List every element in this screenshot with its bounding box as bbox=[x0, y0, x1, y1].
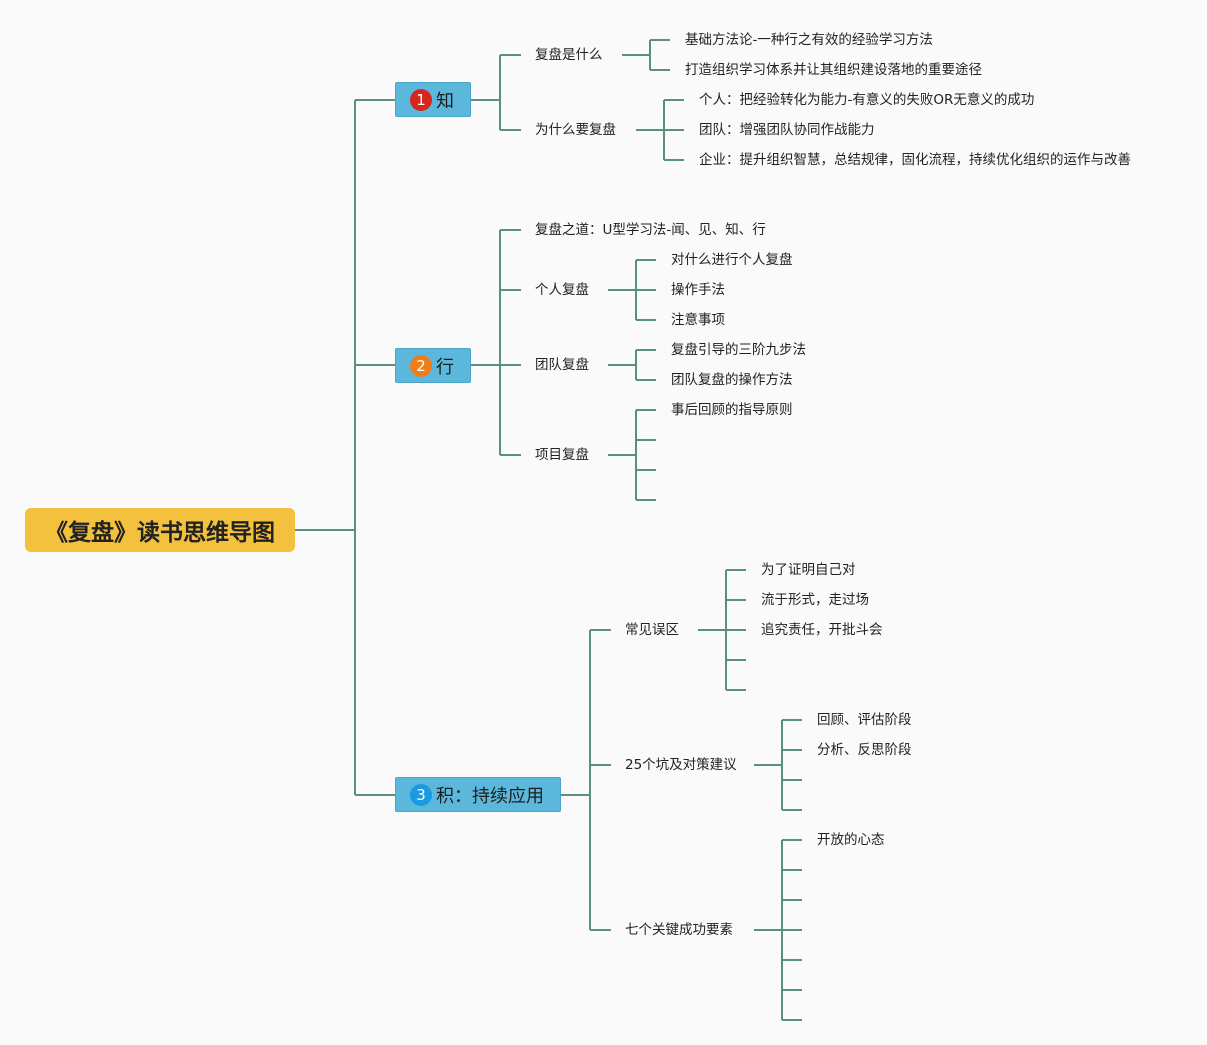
topic-label[interactable]: 常见误区 bbox=[625, 622, 679, 638]
subtopic-label[interactable]: 分析、反思阶段 bbox=[817, 742, 912, 758]
root-node[interactable]: 《复盘》读书思维导图 bbox=[25, 508, 295, 552]
number-badge-icon: 3 bbox=[410, 783, 432, 806]
subtopic-label[interactable]: 团队复盘的操作方法 bbox=[671, 372, 793, 388]
subtopic-label[interactable]: 注意事项 bbox=[671, 312, 725, 328]
topic-label[interactable]: 七个关键成功要素 bbox=[625, 922, 733, 938]
subtopic-label[interactable]: 流于形式，走过场 bbox=[761, 592, 869, 608]
topic-label[interactable]: 复盘是什么 bbox=[535, 47, 603, 63]
subtopic-label[interactable]: 企业：提升组织智慧，总结规律，固化流程，持续优化组织的运作与改善 bbox=[699, 152, 1131, 168]
subtopic-label[interactable]: 基础方法论-一种行之有效的经验学习方法 bbox=[685, 32, 933, 48]
number-badge-icon: 2 bbox=[410, 354, 432, 377]
subtopic-label[interactable]: 为了证明自己对 bbox=[761, 562, 856, 578]
topic-label[interactable]: 团队复盘 bbox=[535, 357, 589, 373]
subtopic-label[interactable]: 个人：把经验转化为能力-有意义的失败OR无意义的成功 bbox=[699, 92, 1035, 108]
topic-label[interactable]: 个人复盘 bbox=[535, 282, 589, 298]
subtopic-label[interactable]: 回顾、评估阶段 bbox=[817, 712, 912, 728]
topic-label[interactable]: 为什么要复盘 bbox=[535, 122, 616, 138]
branch-label: 知 bbox=[436, 90, 454, 112]
subtopic-label[interactable]: 复盘引导的三阶九步法 bbox=[671, 342, 806, 358]
root-title: 《复盘》读书思维导图 bbox=[45, 520, 275, 546]
topic-label[interactable]: 项目复盘 bbox=[535, 447, 589, 463]
subtopic-label[interactable]: 开放的心态 bbox=[817, 832, 885, 848]
topic-label[interactable]: 复盘之道：U型学习法-闻、见、知、行 bbox=[535, 222, 766, 238]
branch-label: 积：持续应用 bbox=[436, 785, 544, 807]
number-badge-icon: 1 bbox=[410, 88, 432, 111]
subtopic-label[interactable]: 追究责任，开批斗会 bbox=[761, 622, 883, 638]
subtopic-label[interactable]: 对什么进行个人复盘 bbox=[671, 252, 793, 268]
subtopic-label[interactable]: 打造组织学习体系并让其组织建设落地的重要途径 bbox=[685, 62, 982, 78]
subtopic-label[interactable]: 操作手法 bbox=[671, 282, 725, 298]
branch-label: 行 bbox=[436, 356, 454, 378]
subtopic-label[interactable]: 事后回顾的指导原则 bbox=[671, 402, 793, 418]
subtopic-label[interactable]: 团队：增强团队协同作战能力 bbox=[699, 122, 875, 138]
topic-label[interactable]: 25个坑及对策建议 bbox=[625, 757, 737, 773]
